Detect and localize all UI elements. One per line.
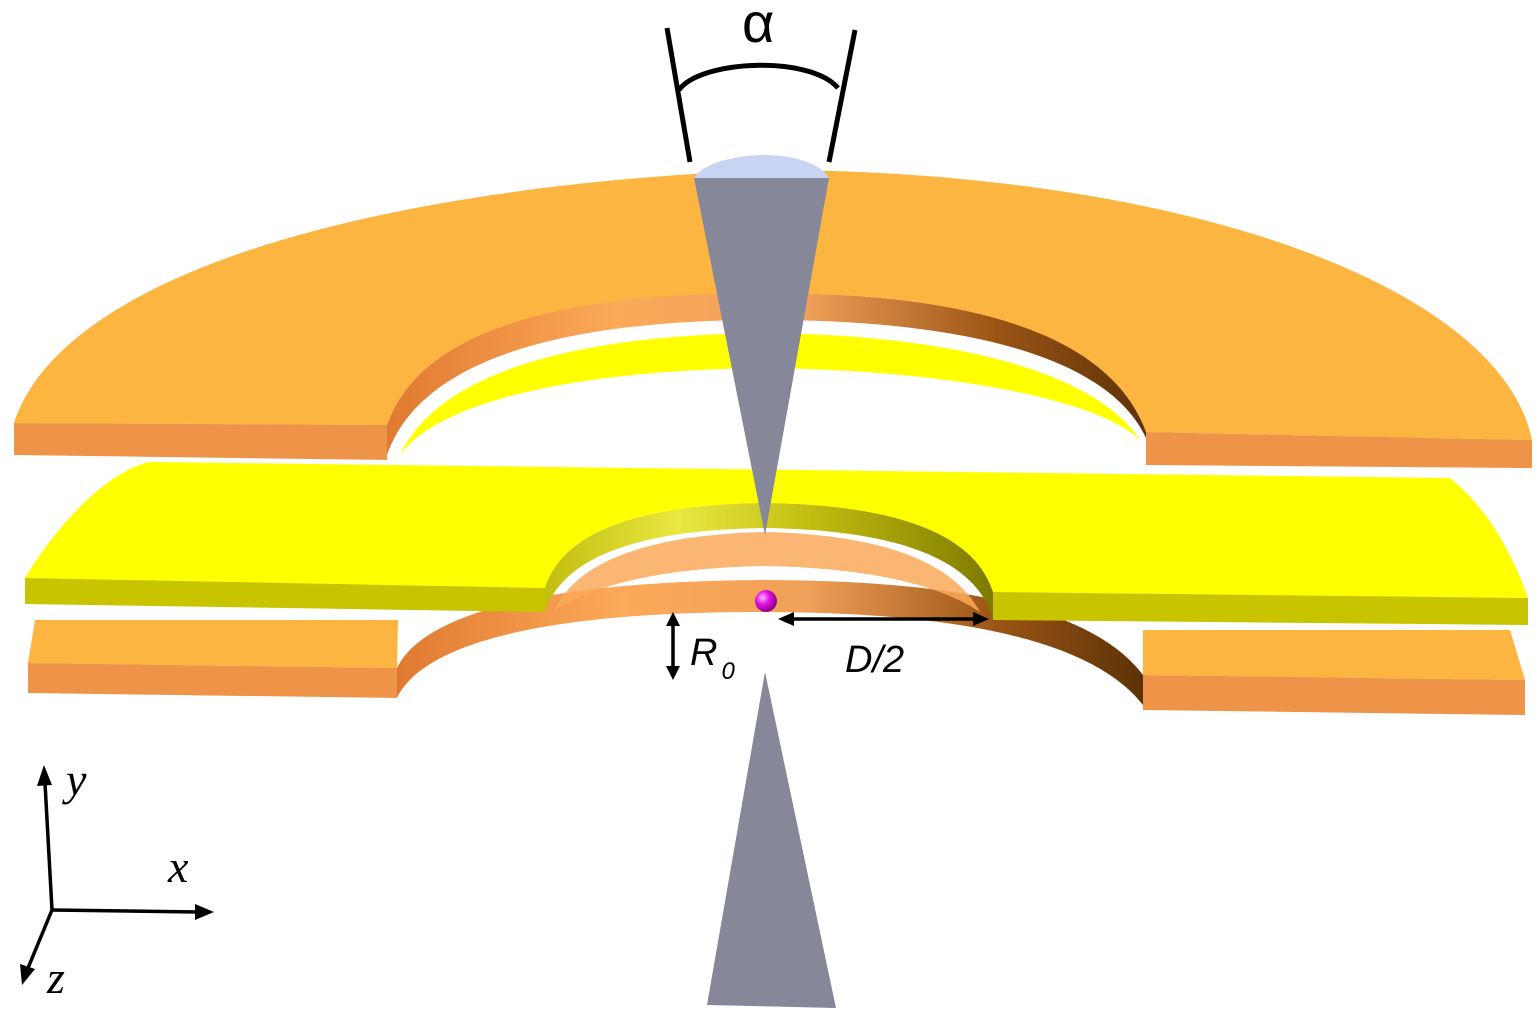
upper-cone-body <box>694 178 829 535</box>
alpha-arc <box>676 62 840 92</box>
bottom-electrode <box>28 580 1525 715</box>
y-axis-arrowhead <box>37 765 52 786</box>
x-axis-line <box>51 908 199 914</box>
top-electrode-left-side <box>14 423 387 460</box>
bottom-electrode-left-side <box>28 663 397 698</box>
coordinate-axes <box>20 765 214 985</box>
axis-y-label: y <box>62 754 87 805</box>
middle-ring-inner-glow <box>555 532 980 612</box>
d-half-label: D/2 <box>845 639 904 681</box>
d-half-arrow <box>778 612 989 626</box>
trapped-particle <box>755 590 777 612</box>
bottom-electrode-right-side <box>1143 675 1525 715</box>
middle-ring-right-side <box>993 592 1528 625</box>
alpha-left-line <box>664 27 693 163</box>
bottom-electrode-right-top <box>1143 630 1525 680</box>
upper-cone-electrode <box>694 155 829 535</box>
top-electrode-top-surface <box>14 170 1532 440</box>
axis-x-label: x <box>167 841 189 892</box>
top-electrode <box>14 170 1532 468</box>
lower-cone-electrode <box>707 672 836 1008</box>
x-axis-arrowhead <box>195 904 214 920</box>
middle-ring-top-surface <box>25 462 1528 598</box>
top-electrode-inner-wall <box>387 292 1146 455</box>
r0-label: R 0 <box>690 632 735 685</box>
middle-ring-electrode <box>25 462 1528 625</box>
y-axis-line <box>43 782 54 911</box>
bottom-electrode-left-top <box>28 620 398 668</box>
z-axis-line <box>26 909 54 969</box>
alpha-right-line <box>826 29 858 163</box>
z-axis-arrowhead <box>20 964 35 985</box>
upper-cone-cap <box>694 155 829 178</box>
top-electrode-inner-floor <box>400 333 1140 455</box>
axis-z-label: z <box>46 952 65 1003</box>
middle-ring-inner-wall <box>545 503 993 618</box>
alpha-angle-annotation <box>664 27 858 163</box>
r0-arrow <box>666 612 680 680</box>
alpha-label: α <box>742 0 774 54</box>
bottom-electrode-inner-wall <box>397 580 1143 705</box>
top-electrode-right-side <box>1146 432 1532 468</box>
middle-ring-left-side <box>25 578 545 612</box>
r0-label-subscript: 0 <box>721 658 735 685</box>
r0-label-main: R <box>690 632 717 674</box>
